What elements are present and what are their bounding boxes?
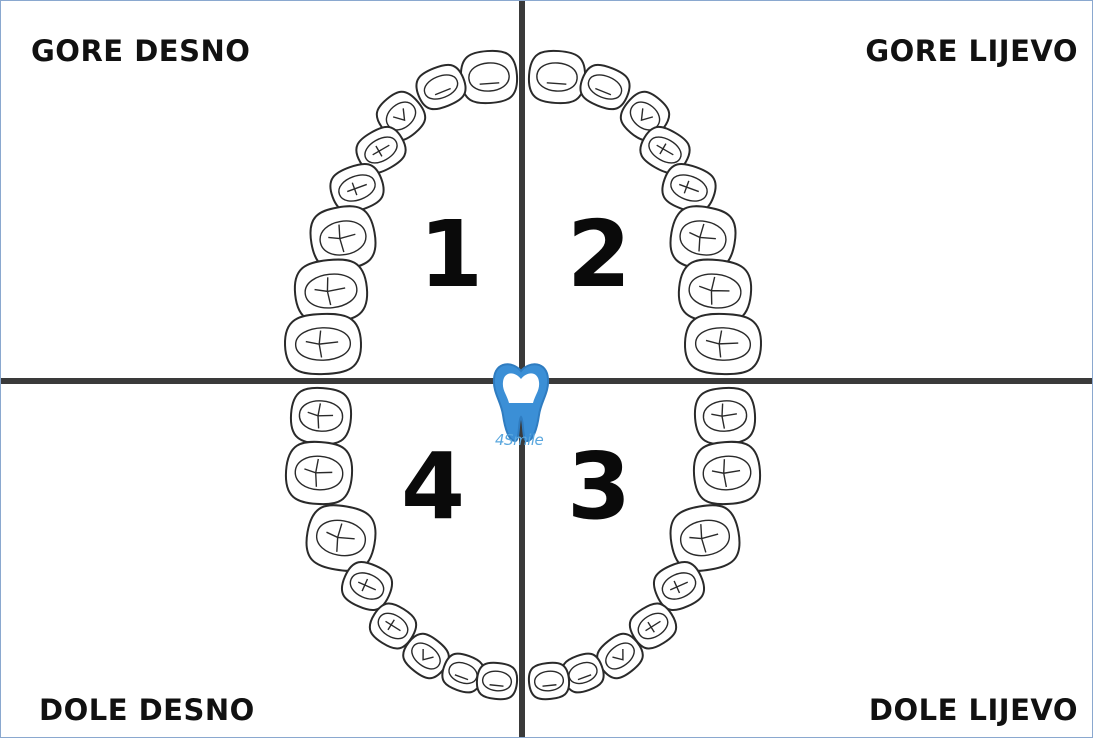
tooth-lower-left-7	[692, 440, 762, 506]
tooth-lower-left-8	[693, 386, 757, 446]
label-lower-left: DOLE LIJEVO	[869, 693, 1078, 727]
label-upper-right: GORE DESNO	[31, 34, 250, 68]
logo-text: 4Smile	[495, 431, 543, 449]
label-upper-left: GORE LIJEVO	[865, 34, 1078, 68]
tooth-lower-left-1	[527, 661, 571, 701]
tooth-lower-right-7	[284, 440, 354, 506]
tooth-upper-right-8	[284, 313, 362, 376]
label-lower-right: DOLE DESNO	[39, 693, 255, 727]
tooth-lower-right-1	[475, 661, 519, 701]
tooth-upper-right-1	[459, 49, 518, 105]
quadrant-number-4: 4	[401, 441, 465, 533]
quadrant-number-1: 1	[419, 209, 483, 301]
quadrant-number-2: 2	[567, 209, 631, 301]
tooth-upper-left-8	[684, 313, 762, 376]
tooth-upper-left-1	[527, 49, 586, 105]
tooth-lower-right-8	[289, 386, 353, 446]
quadrant-number-3: 3	[567, 441, 631, 533]
